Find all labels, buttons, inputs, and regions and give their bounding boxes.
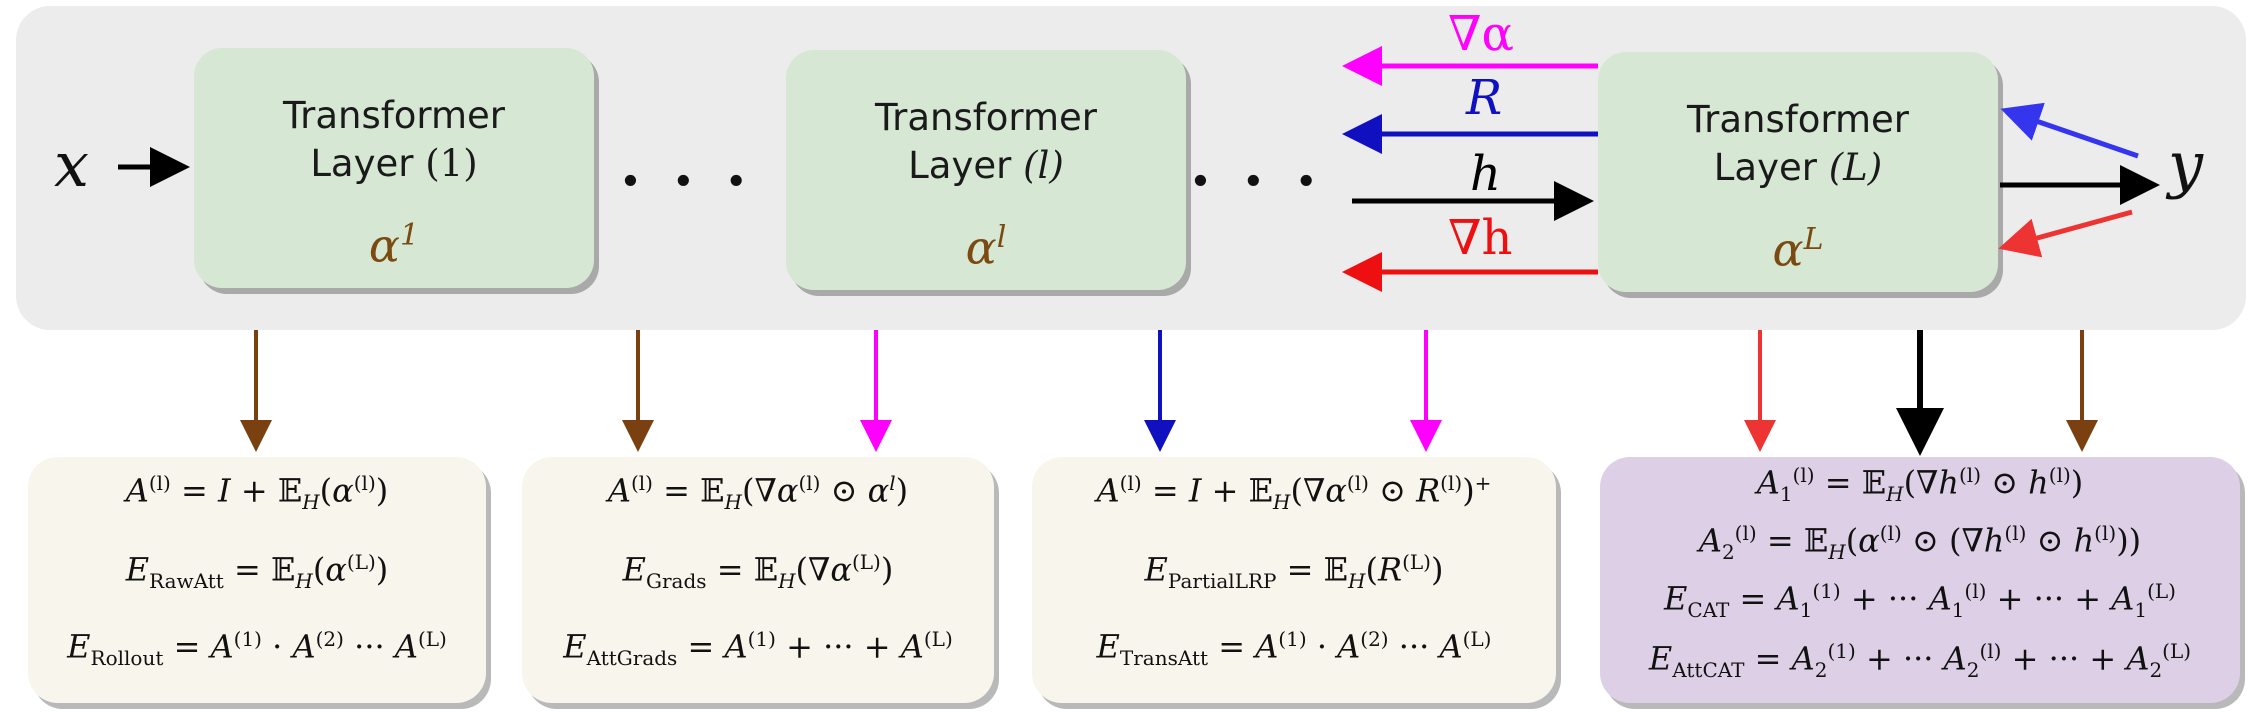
signal-label-relevance: R (1466, 70, 1503, 126)
layer-attention-weight: αl (965, 220, 1007, 275)
equation-attgrads-layer: A(l) = 𝔼H(∇α(l) ⊙ αl) (607, 471, 909, 515)
signal-label-grad-alpha: ∇α (1448, 6, 1514, 62)
layer-title: Transformer Layer (l) (874, 96, 1098, 187)
method-box-attgrads: A(l) = 𝔼H(∇α(l) ⊙ αl) EGrads = 𝔼H(∇α(L))… (522, 457, 994, 703)
transformer-layer-1: Transformer Layer (1) α1 (194, 48, 594, 288)
equation-grads: EGrads = 𝔼H(∇α(L)) (622, 550, 894, 594)
equation-transatt-layer: A(l) = I + 𝔼H(∇α(l) ⊙ R(l))+ (1096, 471, 1492, 515)
relevance-back-arrow (2000, 102, 2139, 159)
layer-title: Transformer Layer (L) (1686, 98, 1910, 189)
input-variable: x (54, 128, 89, 201)
equation-rollout-layer: A(l) = I + 𝔼H(α(l)) (125, 471, 389, 515)
equation-attcat-layer: A2(l) = 𝔼H(α(l) ⊙ (∇h(l) ⊙ h(l))) (1698, 521, 2142, 565)
method-box-attcat: A1(l) = 𝔼H(∇h(l) ⊙ h(l)) A2(l) = 𝔼H(α(l)… (1600, 457, 2240, 703)
transformer-layer-L: Transformer Layer (L) αL (1598, 52, 1998, 292)
layer-index: (l) (1023, 144, 1064, 187)
equation-cat: ECAT = A1(1) + ··· A1(l) + ··· + A1(L) (1664, 579, 2176, 623)
layer-index: (1) (425, 142, 478, 185)
equation-attcat: EAttCAT = A2(1) + ··· A2(l) + ··· + A2(L… (1648, 639, 2192, 683)
equation-attgrads: EAttGrads = A(1) + ··· + A(L) (563, 627, 953, 671)
signal-label-hidden: h (1470, 146, 1501, 202)
output-variable: y (2168, 128, 2204, 201)
layer-title: Transformer Layer (1) (282, 94, 506, 185)
equation-cat-layer: A1(l) = 𝔼H(∇h(l) ⊙ h(l)) (1756, 463, 2084, 507)
equation-transatt: ETransAtt = A(1) · A(2) ··· A(L) (1096, 627, 1492, 671)
gradient-back-arrow (1998, 209, 2133, 258)
transformer-layer-l: Transformer Layer (l) αl (786, 50, 1186, 290)
equation-rawatt: ERawAtt = 𝔼H(α(L)) (125, 550, 389, 594)
method-box-rollout: A(l) = I + 𝔼H(α(l)) ERawAtt = 𝔼H(α(L)) E… (28, 457, 486, 703)
equation-rollout: ERollout = A(1) · A(2) ··· A(L) (67, 627, 447, 671)
ellipsis-2: ... (1190, 130, 1349, 200)
signal-label-grad-hidden: ∇h (1448, 210, 1513, 266)
ellipsis-1: ... (620, 130, 779, 200)
method-box-transatt: A(l) = I + 𝔼H(∇α(l) ⊙ R(l))+ EPartialLRP… (1032, 457, 1556, 703)
layer-index: (L) (1828, 146, 1883, 189)
layer-attention-weight: αL (1772, 222, 1824, 277)
layer-attention-weight: α1 (368, 218, 420, 273)
equation-partiallrp: EPartialLRP = 𝔼H(R(L)) (1144, 550, 1444, 594)
